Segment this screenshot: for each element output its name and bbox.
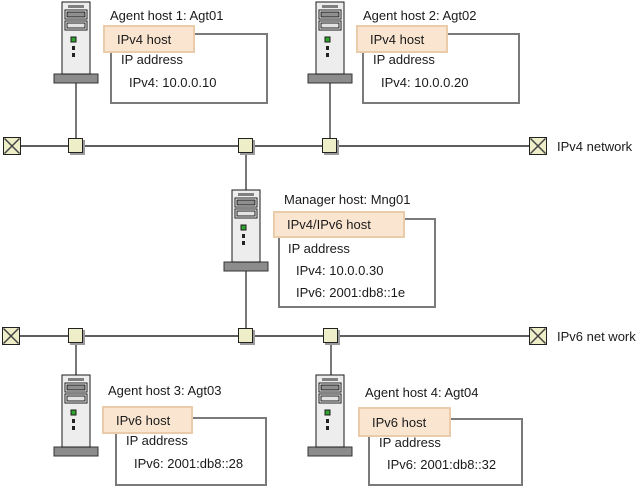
connector-line bbox=[245, 152, 247, 192]
ip-address-value: IPv4: 10.0.0.30 bbox=[296, 263, 384, 278]
network-node-icon bbox=[68, 138, 83, 153]
server-icon bbox=[306, 1, 354, 85]
host-title: Agent host 1: Agt01 bbox=[110, 8, 224, 23]
host-title: Agent host 4: Agt04 bbox=[365, 385, 479, 400]
connector-line bbox=[330, 342, 332, 377]
host-title: Agent host 3: Agt03 bbox=[108, 383, 222, 398]
network-endpoint-icon bbox=[2, 327, 20, 345]
ip-address-heading: IP address bbox=[379, 435, 441, 450]
network-label: IPv4 network bbox=[557, 139, 633, 154]
ip-address-heading: IP address bbox=[121, 52, 183, 67]
network-endpoint-icon bbox=[529, 327, 547, 345]
ipv6-network-line bbox=[12, 335, 538, 337]
host-type-badge: IPv4/IPv6 host bbox=[273, 211, 405, 238]
server-icon bbox=[52, 374, 100, 458]
ip-address-heading: IP address bbox=[373, 52, 435, 67]
network-node-icon bbox=[68, 328, 83, 343]
ipv4-network-line bbox=[12, 145, 538, 147]
host-title: Agent host 2: Agt02 bbox=[363, 8, 477, 23]
ip-address-heading: IP address bbox=[126, 433, 188, 448]
connector-line bbox=[75, 82, 77, 140]
host-title: Manager host: Mng01 bbox=[284, 192, 411, 207]
server-icon bbox=[306, 374, 354, 458]
ip-address-value: IPv4: 10.0.0.10 bbox=[129, 75, 217, 90]
connector-line bbox=[329, 82, 331, 140]
server-icon bbox=[52, 1, 100, 85]
connector-line bbox=[75, 342, 77, 377]
ip-address-value: IPv6: 2001:db8::1e bbox=[296, 285, 406, 300]
ip-address-heading: IP address bbox=[288, 241, 350, 256]
host-type-badge: IPv4 host bbox=[103, 25, 195, 53]
server-icon bbox=[222, 189, 270, 273]
connector-line bbox=[245, 268, 247, 330]
ip-address-value: IPv4: 10.0.0.20 bbox=[381, 75, 469, 90]
network-endpoint-icon bbox=[3, 137, 21, 155]
ip-address-value: IPv6: 2001:db8::32 bbox=[387, 457, 497, 472]
network-node-icon bbox=[238, 328, 253, 343]
ip-address-value: IPv6: 2001:db8::28 bbox=[134, 456, 244, 471]
network-endpoint-icon bbox=[529, 137, 547, 155]
network-node-icon bbox=[238, 138, 253, 153]
host-type-badge: IPv6 host bbox=[358, 407, 451, 437]
host-type-badge: IPv4 host bbox=[356, 25, 448, 53]
network-node-icon bbox=[323, 328, 338, 343]
network-label: IPv6 net work bbox=[557, 329, 636, 344]
network-node-icon bbox=[322, 138, 337, 153]
host-type-badge: IPv6 host bbox=[102, 406, 193, 434]
